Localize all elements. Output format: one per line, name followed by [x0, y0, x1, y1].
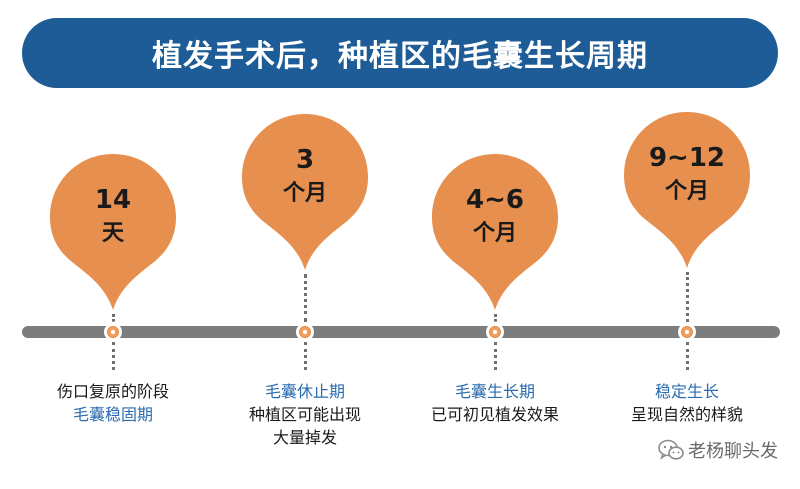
connector-dots: [686, 342, 689, 370]
stage-duration-value: 3: [295, 145, 315, 175]
stage-phase-name: 毛囊休止期: [264, 382, 345, 401]
stage-phase-name: 稳定生长: [654, 382, 719, 401]
stage-pin: 3 个月: [242, 114, 368, 272]
stage-label: 伤口复原的阶段毛囊稳固期: [23, 380, 203, 426]
stage-duration-unit: 天: [101, 221, 124, 246]
connector-dots: [304, 274, 307, 322]
stage-description: 呈现自然的样貌: [630, 405, 743, 424]
connector-dots: [494, 342, 497, 370]
timeline-bar: [22, 326, 780, 338]
timeline-node: [296, 323, 314, 341]
stage-pin: 4~6 个月: [432, 154, 558, 312]
timeline-node: [486, 323, 504, 341]
wechat-icon: [658, 439, 684, 460]
stage-duration-value: 9~12: [648, 143, 726, 173]
stage-phase-name: 毛囊生长期: [454, 382, 535, 401]
stage-duration-unit: 个月: [282, 181, 327, 206]
watermark: 老杨聊头发: [658, 437, 778, 463]
timeline-node: [104, 323, 122, 341]
stage-description: 种植区可能出现: [248, 405, 361, 424]
stage-description: 大量掉发: [272, 428, 337, 447]
stage-label: 毛囊生长期已可初见植发效果: [405, 380, 585, 426]
connector-dots: [686, 272, 689, 322]
connector-dots: [494, 314, 497, 322]
timeline-node: [678, 323, 696, 341]
connector-dots: [112, 342, 115, 370]
page-title: 植发手术后，种植区的毛囊生长周期: [152, 39, 648, 74]
connector-dots: [112, 314, 115, 322]
stage-duration-value: 4~6: [466, 185, 524, 215]
stage-duration-value: 14: [94, 185, 132, 215]
watermark-text: 老杨聊头发: [688, 441, 778, 462]
stage-pin: 14 天: [50, 154, 176, 312]
stage-duration-unit: 个月: [472, 221, 517, 246]
stage-description: 伤口复原的阶段: [56, 382, 169, 401]
stage-phase-name: 毛囊稳固期: [72, 405, 153, 424]
connector-dots: [304, 342, 307, 370]
stage-duration-unit: 个月: [664, 179, 709, 204]
title-banner: 植发手术后，种植区的毛囊生长周期: [22, 18, 778, 88]
stage-label: 稳定生长呈现自然的样貌: [597, 380, 777, 426]
stage-label: 毛囊休止期种植区可能出现大量掉发: [215, 380, 395, 449]
stage-description: 已可初见植发效果: [430, 405, 559, 424]
stage-pin: 9~12 个月: [624, 112, 750, 270]
